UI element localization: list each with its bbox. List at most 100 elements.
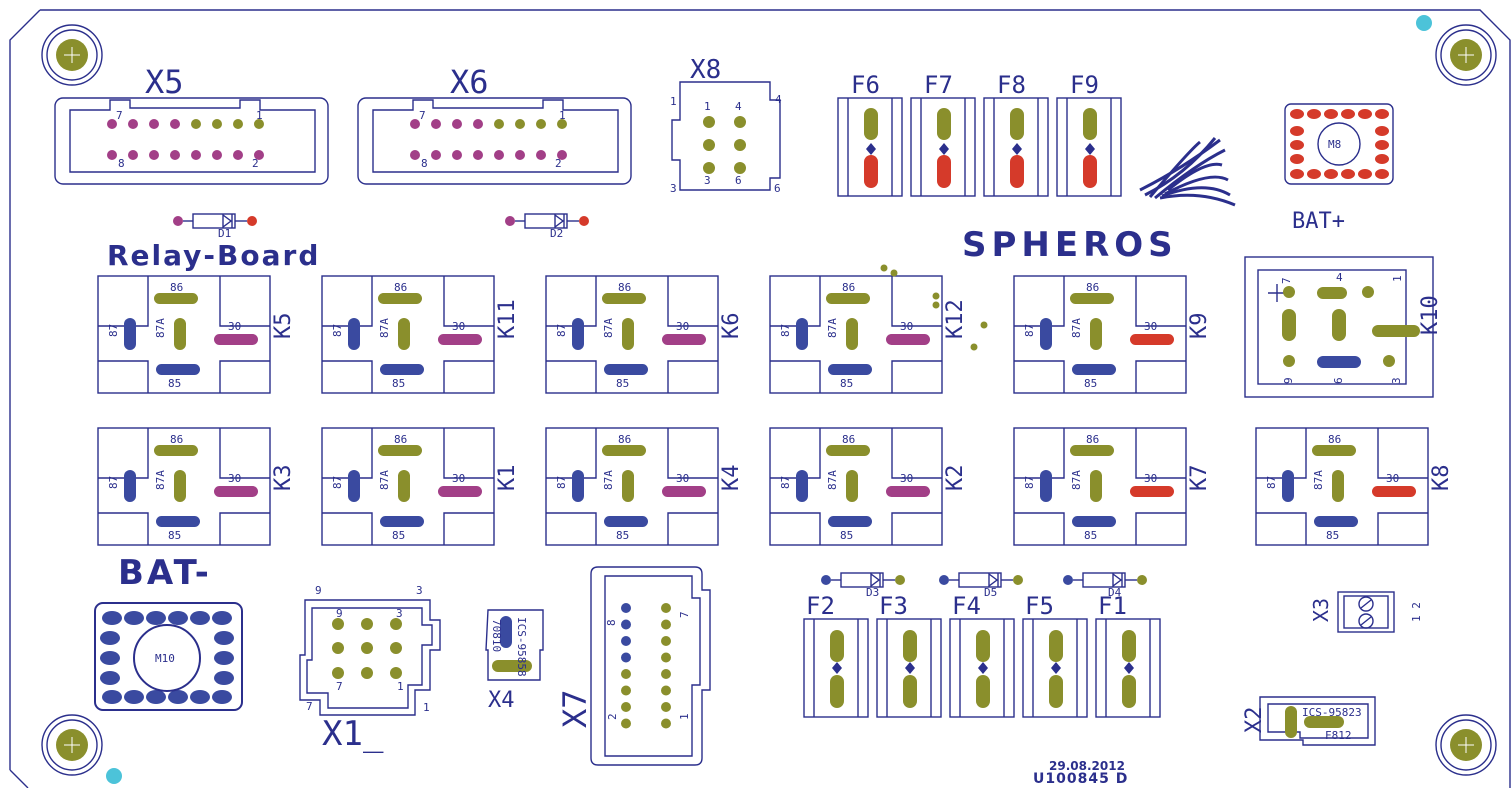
svg-text:86: 86 [170,281,183,294]
svg-text:87A: 87A [826,470,839,490]
svg-text:85: 85 [168,377,181,390]
connector-pin [107,150,117,160]
svg-text:85: 85 [616,529,629,542]
board-outline [9,9,1511,788]
via [880,264,888,272]
connector-pin [621,685,631,696]
diode-d1: D1 [173,213,257,240]
relay-label: K11 [495,299,520,339]
pin-label: ICS-95823 [1302,706,1362,719]
date-label: 29.08.2012 [1049,759,1125,773]
fuse-label: F2 [806,592,835,620]
connector-pin [410,150,420,160]
connector-pin [431,119,441,129]
connector-pin [536,119,546,129]
svg-text:30: 30 [900,472,913,485]
relay-k10: 7 4 1 9 6 3 K10 [1244,256,1443,398]
pin-label: 4 [735,100,742,113]
diode-d5: D5 [939,572,1023,599]
connector-pin [170,150,180,160]
fuse-label: F1 [1098,592,1127,620]
svg-text:85: 85 [840,529,853,542]
svg-text:85: 85 [392,377,405,390]
svg-text:87: 87 [107,324,120,337]
pin-label: F812 [1325,729,1352,742]
fuse-f7: F7 [910,71,976,197]
svg-text:85: 85 [1084,529,1097,542]
relay-label: K1 [495,465,520,492]
svg-text:86: 86 [170,433,183,446]
fuse-f5: F5 [1022,592,1088,718]
svg-text:30: 30 [452,320,465,333]
bat-plus-label: BAT+ [1292,209,1345,234]
svg-text:30: 30 [228,320,241,333]
mounting-hole-br [1435,714,1497,776]
svg-text:30: 30 [676,320,689,333]
connector-pin [128,150,138,160]
pin-label: M10 [155,652,175,665]
pin-label: 1 [256,109,263,122]
spheros-logo-icon [1139,137,1236,207]
svg-text:86: 86 [1328,433,1341,446]
pin-label: 7 [1280,277,1293,284]
pin-label: 3 [670,182,677,195]
svg-text:87: 87 [1023,324,1036,337]
fiducial-tr [1416,15,1432,31]
fuse-f2: F2 [803,592,869,718]
connector-pin [661,718,671,729]
svg-text:85: 85 [392,529,405,542]
pin-label: 70810 [490,619,503,652]
connector-pin [621,652,631,663]
mounting-hole-tr [1435,24,1497,86]
fiducial-bl [106,768,122,784]
pin-label: 1 [704,100,711,113]
fuse-label: F7 [924,71,953,99]
connector-pin [233,150,243,160]
svg-text:87A: 87A [602,318,615,338]
connector-pin [410,119,420,129]
via [890,269,898,277]
connector-x1: 9 3 9 3 7 1 7 1 X1_ [299,584,441,754]
svg-text:87: 87 [779,324,792,337]
pin-label: 4 [1336,271,1343,284]
connector-pin [332,642,344,654]
connector-pin [621,718,631,729]
connector-pin [431,150,441,160]
svg-text:30: 30 [676,472,689,485]
pin-label: 3 [1390,377,1403,384]
connector-pin [390,642,402,654]
svg-text:87A: 87A [154,318,167,338]
connector-pin [557,119,567,129]
connector-pin [621,619,631,630]
connector-pin [361,667,373,679]
connector-pin [332,618,344,630]
connector-pin [149,150,159,160]
x8-label: X8 [690,55,721,85]
svg-text:87: 87 [107,476,120,489]
bat-minus-label: BAT- [118,553,212,593]
connector-pin [661,685,671,696]
pin-label: 8 [605,619,618,626]
connector-pin [332,667,344,679]
via [932,292,940,300]
connector-pin [390,667,402,679]
svg-text:87: 87 [555,324,568,337]
relay-label: K9 [1187,313,1212,340]
connector-pin [473,119,483,129]
connector-pin [254,150,264,160]
connector-pin [107,119,117,129]
pin-label: 9 [336,607,343,620]
connector-pin [212,119,222,129]
pin-label: 7 [678,611,691,618]
fuse-f8: F8 [983,71,1049,197]
svg-text:87A: 87A [826,318,839,338]
connector-pin [128,119,138,129]
fuse-label: F9 [1070,71,1099,99]
connector-pin [170,119,180,129]
